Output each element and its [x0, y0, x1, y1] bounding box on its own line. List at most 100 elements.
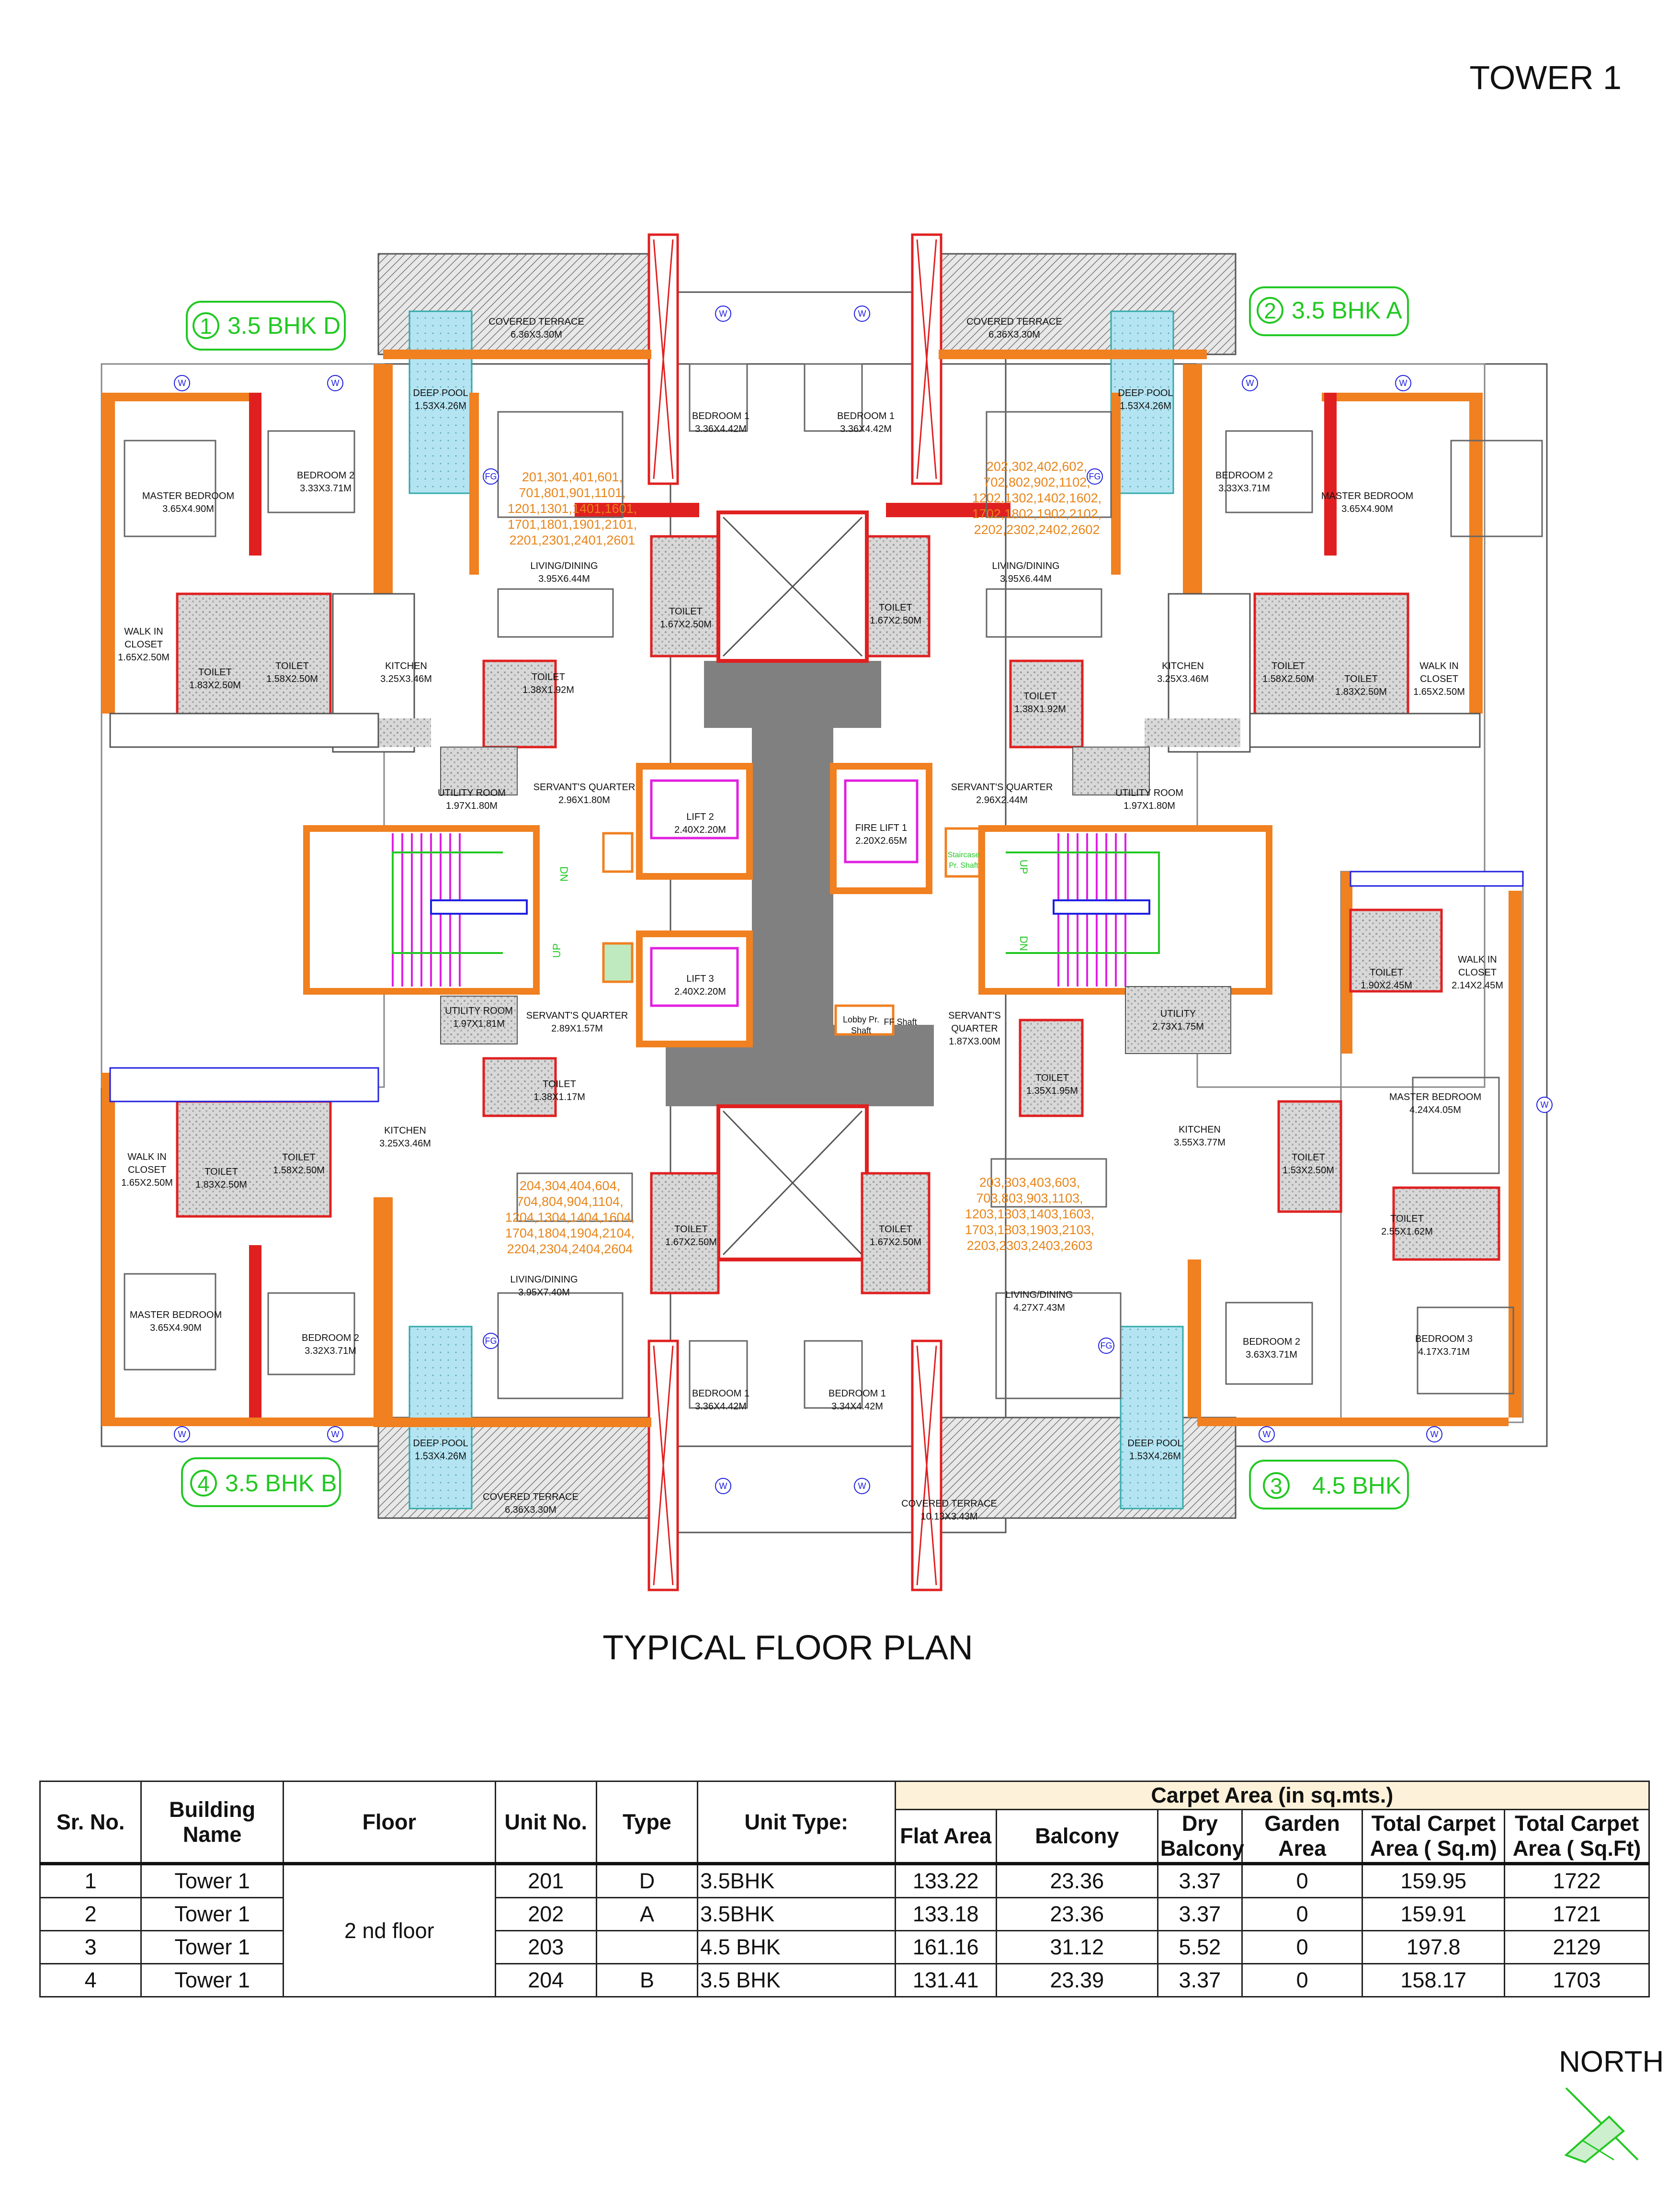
- room-label: TOILET: [1344, 674, 1378, 684]
- room-label: KITCHEN: [1162, 661, 1204, 671]
- unit-badge-2-num: 2: [1264, 298, 1276, 323]
- cell-unit: 204: [494, 1963, 597, 1997]
- cell-unit: 202: [494, 1897, 597, 1931]
- room-label: COVERED TERRACE: [966, 317, 1062, 327]
- header-building: Building Name: [140, 1781, 284, 1864]
- unit-2-walls: [861, 233, 1486, 1088]
- header-flat-area: Flat Area: [894, 1809, 997, 1864]
- north-arrow-icon: [1564, 2087, 1639, 2164]
- unit-badge-3-label: 4.5 BHK: [1312, 1472, 1401, 1499]
- room-label: TOILET: [879, 602, 912, 613]
- core: [303, 511, 1272, 1261]
- unit-badge-1-label: 3.5 BHK D: [227, 312, 341, 339]
- room-dim: 3.36X4.42M: [695, 424, 747, 434]
- room-label: TOILET: [1023, 691, 1057, 702]
- window-markers: W W W FG W W W FG W W FG W W FG W W W: [174, 306, 1553, 1494]
- room-label: MASTER BEDROOM: [1321, 491, 1413, 501]
- cell-dry: 3.37: [1157, 1897, 1243, 1931]
- room-label: TOILET: [532, 672, 565, 682]
- room-label: KITCHEN: [1179, 1124, 1221, 1135]
- room-dim: 1.83X2.50M: [195, 1180, 247, 1190]
- svg-text:FG: FG: [485, 472, 497, 481]
- header-total-sqft: Total Carpet Area ( Sq.Ft): [1504, 1809, 1650, 1864]
- room-dim: 1.67X2.50M: [660, 619, 712, 630]
- room-label: CLOSET: [128, 1165, 166, 1175]
- cell-type: A: [595, 1897, 699, 1931]
- svg-text:FG: FG: [1101, 1341, 1112, 1350]
- room-dim: 4.27X7.43M: [1013, 1303, 1065, 1313]
- cell-dry: 3.37: [1157, 1963, 1243, 1997]
- unit4-numbers-3: 1704,1804,1904,2104,: [505, 1226, 635, 1240]
- room-dim: 4.24X4.05M: [1409, 1105, 1461, 1115]
- cell-sr: 3: [39, 1930, 142, 1964]
- table-row: 3 Tower 1 203 4.5 BHK 161.16 31.12 5.52 …: [39, 1930, 1650, 1964]
- cell-unit-type: 3.5 BHK: [697, 1963, 896, 1997]
- header-garden-area: Garden Area: [1241, 1809, 1363, 1864]
- unit2-numbers-1: 702,802,902,1102,: [983, 475, 1090, 489]
- svg-text:W: W: [719, 1481, 727, 1491]
- room-label: TOILET: [204, 1167, 238, 1177]
- unit1-numbers-1: 701,801,901,1101,: [519, 486, 625, 500]
- unit2-numbers-2: 1202,1302,1402,1602,: [972, 491, 1101, 505]
- room-label: SERVANT'S: [948, 1010, 1001, 1021]
- room-label: MASTER BEDROOM: [142, 491, 234, 501]
- cell-sr: 2: [39, 1897, 142, 1931]
- room-dim: 3.25X3.46M: [1157, 674, 1209, 684]
- cell-sqm: 158.17: [1362, 1963, 1506, 1997]
- room-label: TOILET: [1292, 1152, 1325, 1163]
- room-dim: 3.34X4.42M: [831, 1401, 883, 1412]
- room-dim: 3.25X3.46M: [380, 674, 432, 684]
- room-dim: 1.67X2.50M: [665, 1237, 717, 1248]
- unit-4-walls: [102, 996, 720, 1591]
- unit-3-walls: [861, 871, 1524, 1591]
- cell-unit: 203: [494, 1930, 597, 1964]
- cell-sqft: 1721: [1504, 1897, 1650, 1931]
- room-label: COVERED TERRACE: [483, 1492, 579, 1502]
- room-label: TOILET: [1271, 661, 1305, 671]
- header-floor: Floor: [283, 1781, 496, 1864]
- room-dim: 2.40X2.20M: [674, 987, 726, 997]
- room-label: UTILITY ROOM: [438, 788, 506, 798]
- stair-up-label: UP: [1018, 860, 1030, 874]
- room-label: WALK IN: [1458, 954, 1497, 965]
- room-dim: 1.53X4.26M: [1120, 401, 1171, 411]
- cell-balcony: 23.36: [995, 1863, 1158, 1898]
- header-total-sqm: Total Carpet Area ( Sq.m): [1362, 1809, 1506, 1864]
- room-label: DEEP POOL: [1127, 1438, 1182, 1449]
- stair-dn-label: DN: [1018, 936, 1030, 951]
- room-dim: 3.63X3.71M: [1246, 1350, 1297, 1360]
- room-label: BEDROOM 3: [1415, 1334, 1473, 1344]
- room-dim: 1.38X1.92M: [522, 685, 574, 695]
- unit3-numbers-3: 1703,1803,1903,2103,: [965, 1223, 1094, 1237]
- room-label: LIVING/DINING: [1005, 1290, 1073, 1300]
- room-dim: 1.87X3.00M: [949, 1036, 1000, 1047]
- cell-balcony: 23.39: [995, 1963, 1158, 1997]
- room-dim: 1.97X1.81M: [453, 1019, 505, 1029]
- room-label: DEEP POOL: [413, 1438, 468, 1449]
- unit-1-walls: [101, 233, 720, 1088]
- unit-badge-2-label: 3.5 BHK A: [1292, 297, 1402, 324]
- cell-balcony: 31.12: [995, 1930, 1158, 1964]
- cell-flat: 161.16: [894, 1930, 997, 1964]
- unit-number-lists: 201,301,401,601, 701,801,901,1101, 1201,…: [505, 459, 1101, 1256]
- room-dim: 3.33X3.71M: [1218, 483, 1270, 494]
- cell-sqft: 2129: [1504, 1930, 1650, 1964]
- room-dim: 3.55X3.77M: [1174, 1137, 1226, 1148]
- room-label: TOILET: [1370, 967, 1403, 978]
- unit-badges: 1 3.5 BHK D 2 3.5 BHK A 4 3.5 BHK B 3 4.…: [181, 286, 1409, 1509]
- svg-text:W: W: [858, 1481, 866, 1491]
- stair-up-label: UP: [551, 943, 563, 958]
- room-label: Shaft: [851, 1026, 871, 1035]
- room-label: TOILET: [1035, 1073, 1069, 1083]
- room-dim: 3.33X3.71M: [300, 483, 352, 494]
- cell-balcony: 23.36: [995, 1897, 1158, 1931]
- cell-garden: 0: [1241, 1930, 1363, 1964]
- unit3-numbers-2: 1203,1303,1403,1603,: [965, 1207, 1094, 1221]
- cell-unit: 201: [494, 1863, 597, 1898]
- room-dim: 2.96X2.44M: [976, 795, 1028, 806]
- room-dim: 6.36X3.30M: [511, 329, 562, 340]
- cell-sqft: 1722: [1504, 1863, 1650, 1898]
- room-label: TOILET: [879, 1224, 912, 1235]
- cell-unit-type: 3.5BHK: [697, 1863, 896, 1898]
- room-dim: 1.90X2.45M: [1361, 980, 1412, 991]
